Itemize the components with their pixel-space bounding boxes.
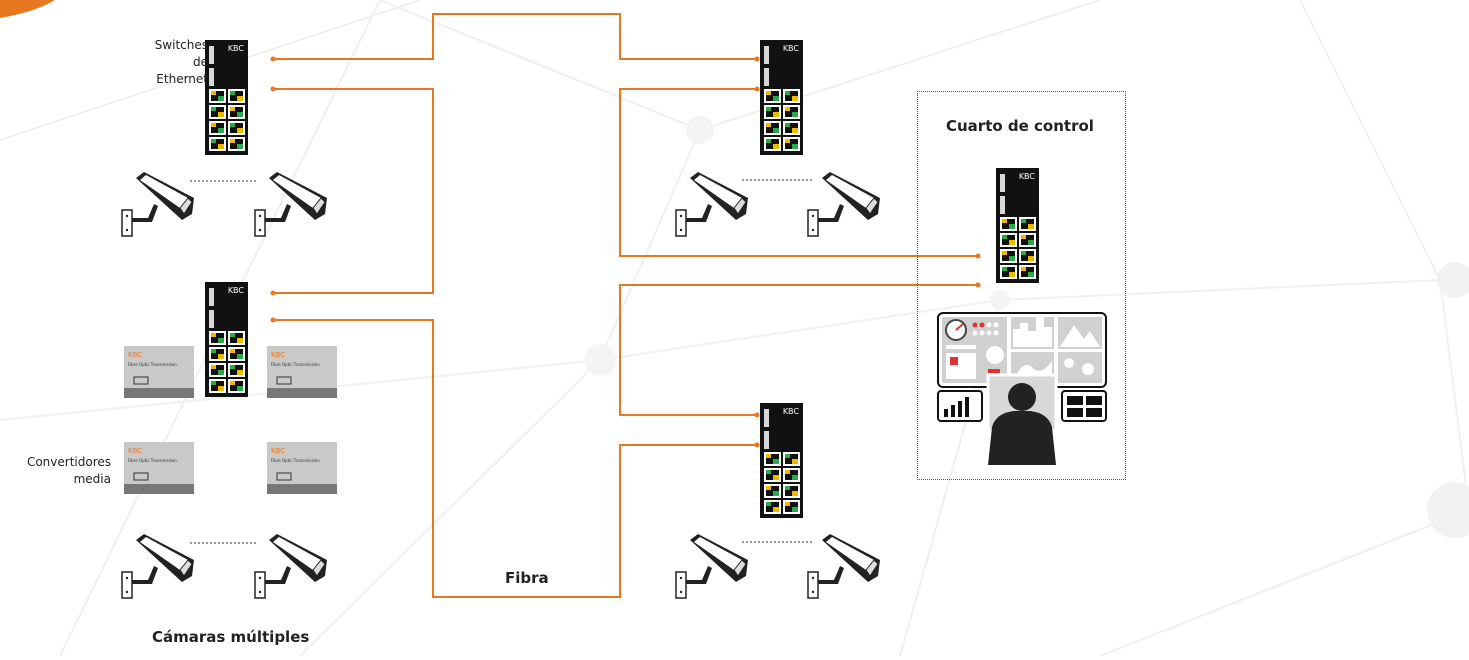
ethernet-switch-icon: KBC: [760, 403, 803, 518]
ethernet-switch-icon: KBC: [996, 168, 1039, 283]
media-converter-icon: KBC Fibre Optic Transmission: [267, 442, 337, 494]
cctv-camera-icon: [121, 534, 194, 599]
media-converter-icon: KBC Fibre Optic Transmission: [124, 346, 194, 398]
operator-monitor-wall-icon: [937, 312, 1107, 465]
media-converter-icon: KBC Fibre Optic Transmission: [267, 346, 337, 398]
converter-caption: Fibre Optic Transmission: [128, 458, 177, 463]
switch-brand: KBC: [228, 286, 245, 295]
converter-caption: Fibre Optic Transmission: [128, 362, 177, 367]
ethernet-switch-icon: KBC: [760, 40, 803, 155]
fiber-links: [270, 13, 981, 598]
ethernet-switch-icon: KBC: [205, 40, 248, 155]
media-converter-icon: KBC Fibre Optic Transmission: [124, 442, 194, 494]
cctv-camera-icon: [675, 534, 748, 599]
cctv-camera-icon: [121, 172, 194, 237]
converter-caption: Fibre Optic Transmission: [271, 458, 320, 463]
cameras-label: Cámaras múltiples: [152, 628, 310, 646]
switch-brand: KBC: [783, 44, 800, 53]
camera-links: [190, 179, 812, 544]
cctv-camera-icon: [807, 534, 880, 599]
converter-brand: KBC: [271, 447, 285, 455]
cctv-camera-icon: [807, 172, 880, 237]
converter-brand: KBC: [271, 351, 285, 359]
fiber-label: Fibra: [505, 569, 549, 587]
converter-caption: Fibre Optic Transmission: [271, 362, 320, 367]
ethernet-switches: KBC KBC KBC KBC KBC: [205, 40, 1039, 518]
cctv-cameras: [121, 172, 880, 599]
cctv-camera-icon: [675, 172, 748, 237]
converter-brand: KBC: [128, 351, 142, 359]
converters-label: Convertidores media: [26, 455, 111, 486]
control-room-title: Cuarto de control: [946, 117, 1094, 135]
cctv-camera-icon: [254, 534, 327, 599]
control-room-box: [917, 91, 1126, 480]
switch-brand: KBC: [1019, 172, 1036, 181]
ethernet-switch-icon: KBC: [205, 282, 248, 397]
cctv-camera-icon: [254, 172, 327, 237]
switch-brand: KBC: [783, 407, 800, 416]
switch-brand: KBC: [228, 44, 245, 53]
converter-brand: KBC: [128, 447, 142, 455]
switches-label: Switches de Ethernet: [154, 38, 208, 86]
corner-accent: [0, 0, 55, 18]
